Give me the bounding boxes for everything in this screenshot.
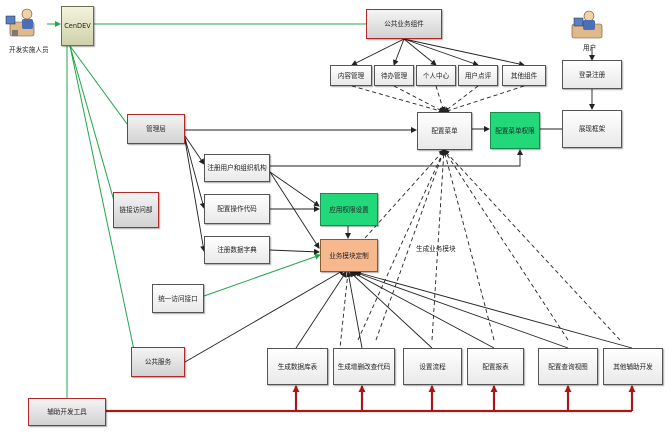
config-flow-box: 设置流程 xyxy=(403,348,462,385)
config-menu-box: 配置菜单 xyxy=(417,112,472,150)
green-connectors xyxy=(47,21,366,398)
display-frame-box: 展现框架 xyxy=(562,110,622,148)
config-code-box: 配置操作代码 xyxy=(204,194,270,224)
register-user-org-box: 注册用户和组织机构 xyxy=(204,154,270,182)
login-register-box: 登录注册 xyxy=(562,60,622,89)
gen-business-module-label: 生成业务模块 xyxy=(416,245,456,253)
app-permission-box: 应用权限设置 xyxy=(320,193,378,226)
black-connectors xyxy=(184,38,633,363)
other-components-box: 其他组件 xyxy=(502,65,546,86)
link-access-box: 链接访问部 xyxy=(113,192,159,228)
public-components-box: 公共业务组件 xyxy=(366,9,442,39)
unified-interface-box: 统一访问接口 xyxy=(152,284,204,313)
developer-figure-icon xyxy=(5,8,35,37)
business-module-box: 业务模块定制 xyxy=(320,239,378,272)
gen-table-box: 生成数据库表 xyxy=(267,348,328,385)
todo-mgmt-box: 待办管理 xyxy=(374,65,414,86)
core-cendev-box: CenDEV xyxy=(61,6,94,46)
management-layer-box: 管理层 xyxy=(127,114,185,144)
public-service-box: 公共服务 xyxy=(131,347,185,377)
user-comments-box: 用户点评 xyxy=(458,65,498,86)
content-mgmt-box: 内容管理 xyxy=(330,65,372,86)
dashed-connectors xyxy=(339,85,621,349)
config-menu-permission-box: 配置菜单权限 xyxy=(490,112,540,149)
user-figure-icon xyxy=(571,10,603,39)
red-connectors xyxy=(106,385,636,413)
developer-label: 开发实施人员 xyxy=(9,46,49,54)
other-aux-dev-box: 其他辅助开发 xyxy=(603,348,663,385)
aux-dev-tools-box: 辅助开发工具 xyxy=(28,398,106,426)
register-dict-box: 注册数据字典 xyxy=(204,236,270,264)
personal-center-box: 个人中心 xyxy=(416,65,456,86)
user-label: 用户 xyxy=(583,44,597,52)
config-query-view-box: 配置查询视图 xyxy=(538,348,598,385)
config-report-box: 配置报表 xyxy=(467,348,524,385)
gen-crud-box: 生成增删改查代码 xyxy=(333,348,395,385)
